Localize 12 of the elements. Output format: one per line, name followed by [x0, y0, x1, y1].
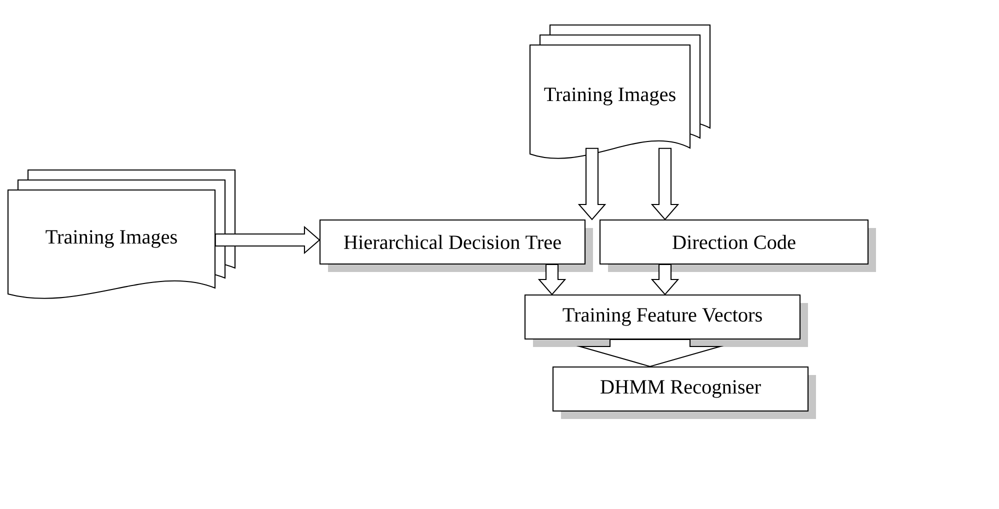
process-box: Training Feature Vectors: [524, 294, 808, 347]
block-arrow: [576, 339, 724, 368]
block-arrow: [650, 148, 680, 220]
process-box: Direction Code: [599, 219, 876, 272]
block-arrow: [578, 148, 606, 220]
block-arrow: [650, 264, 680, 296]
block-arrow: [538, 264, 566, 296]
document-stack: Training Images: [529, 24, 711, 159]
block-arrow: [214, 226, 320, 254]
document-stack: Training Images: [7, 169, 236, 299]
process-box: DHMM Recogniser: [552, 366, 816, 419]
process-box: Hierarchical Decision Tree: [319, 219, 593, 272]
